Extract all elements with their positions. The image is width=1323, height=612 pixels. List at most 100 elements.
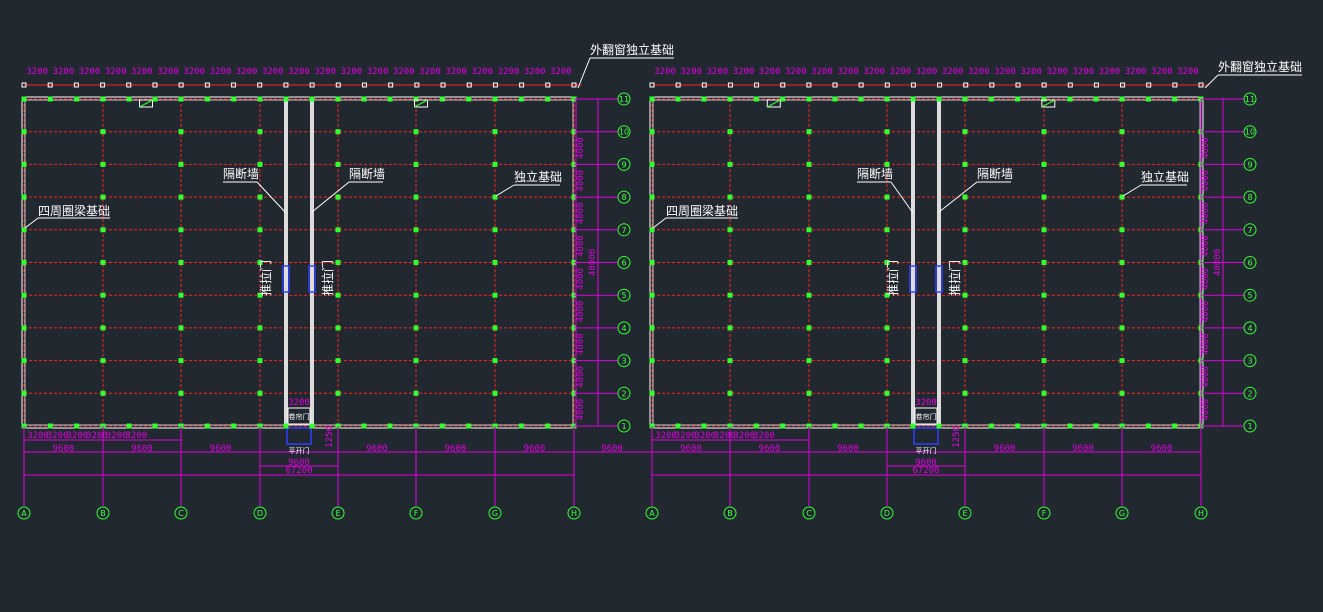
column-node [47, 423, 53, 429]
leader-line [938, 181, 978, 213]
axis-bubble [488, 506, 502, 520]
column-node [152, 423, 158, 429]
sliding-door [282, 265, 290, 293]
column-node [21, 96, 27, 102]
total-dim: 67200 [912, 466, 939, 476]
column-node [1067, 423, 1073, 429]
side-dim: 1250 [325, 426, 335, 448]
column-node [100, 390, 106, 396]
top-dim-tick [1120, 82, 1126, 88]
column-node [832, 96, 838, 102]
top-dim-label: 3200 [1046, 67, 1068, 77]
column-node [806, 161, 812, 167]
column-node [806, 96, 812, 102]
column-node [126, 96, 132, 102]
top-dim-tick [727, 82, 733, 88]
leader-line [890, 181, 914, 214]
label-flat-door: 平开门 [916, 446, 937, 455]
top-dim-tick [309, 82, 315, 88]
right-dim-label: 4000 [576, 268, 586, 290]
right-dim-label: 4000 [576, 170, 586, 192]
axis-bubble [617, 256, 631, 269]
column-node [178, 390, 184, 396]
top-dim-label: 3200 [916, 67, 938, 77]
column-node [1119, 260, 1125, 265]
column-node [988, 423, 994, 429]
axis-label-col: G [492, 509, 498, 518]
leader-line [577, 57, 591, 89]
axis-bubble [617, 125, 631, 139]
column-node [1119, 96, 1125, 102]
column-node [1119, 390, 1125, 396]
column-node [21, 129, 27, 135]
right-dim-label: 4000 [1201, 268, 1211, 290]
top-dim-label: 3200 [707, 67, 729, 77]
right-dim-label: 4000 [576, 235, 586, 257]
column-node [884, 292, 890, 298]
column-node [492, 194, 498, 200]
column-node [727, 161, 733, 167]
column-node [1041, 292, 1047, 298]
axis-bubble [617, 386, 631, 400]
column-node [335, 194, 341, 200]
top-dim-tick [858, 82, 864, 88]
axis-bubble [617, 190, 631, 204]
column-node [492, 260, 498, 265]
column-node [1119, 358, 1125, 364]
top-dim-label: 3200 [131, 67, 153, 77]
column-node [309, 423, 315, 429]
axis-label-row: 2 [1247, 389, 1252, 398]
axis-label-col: B [100, 509, 106, 518]
top-dim-tick [361, 82, 367, 88]
column-node [649, 260, 655, 265]
axis-label-col: E [962, 509, 967, 518]
label-partition-2: 隔断墙 [349, 166, 385, 181]
top-dim-label: 3200 [367, 67, 389, 77]
column-node [1041, 161, 1047, 167]
top-dim-tick [126, 82, 132, 88]
column-node [649, 227, 655, 233]
column-node [439, 96, 445, 102]
door-dim-bottom: 9600 [288, 458, 310, 468]
right-dim-label: 4000 [576, 137, 586, 159]
column-node [492, 390, 498, 396]
top-dim-label: 3200 [1073, 67, 1095, 77]
column-node [1015, 96, 1021, 102]
top-dim-label: 3200 [733, 67, 755, 77]
right-dim-label: 4000 [1201, 301, 1211, 323]
top-dim-label: 3200 [236, 67, 258, 77]
axis-label-row: 5 [1247, 291, 1252, 300]
axis-bubble [253, 506, 267, 520]
column-node [492, 227, 498, 233]
column-node [780, 96, 786, 102]
column-node [439, 423, 445, 429]
top-dim-tick [649, 82, 655, 88]
bottom-small-dim-label: 3200 [66, 431, 88, 441]
column-node [21, 358, 27, 364]
axis-bubble [1243, 157, 1257, 171]
top-dim-label: 3200 [1177, 67, 1199, 77]
axis-label-row: 2 [621, 389, 626, 398]
axis-bubble [1037, 506, 1051, 520]
column-node [74, 423, 80, 429]
top-dim-label: 3200 [785, 67, 807, 77]
column-node [283, 96, 289, 102]
column-node [806, 358, 812, 364]
axis-label-col: E [335, 509, 340, 518]
column-node [335, 292, 341, 298]
column-node [178, 96, 184, 102]
column-node [649, 390, 655, 396]
axis-label-row: 6 [1247, 259, 1252, 268]
column-node [962, 358, 968, 364]
column-node [1041, 390, 1047, 396]
column-node [649, 96, 655, 102]
partition-wall [284, 99, 288, 426]
column-node [257, 227, 263, 233]
column-node [178, 292, 184, 298]
top-dim-tick [519, 82, 525, 88]
column-node [126, 423, 132, 429]
column-node [21, 227, 27, 233]
column-node [727, 96, 733, 102]
column-node [74, 96, 80, 102]
